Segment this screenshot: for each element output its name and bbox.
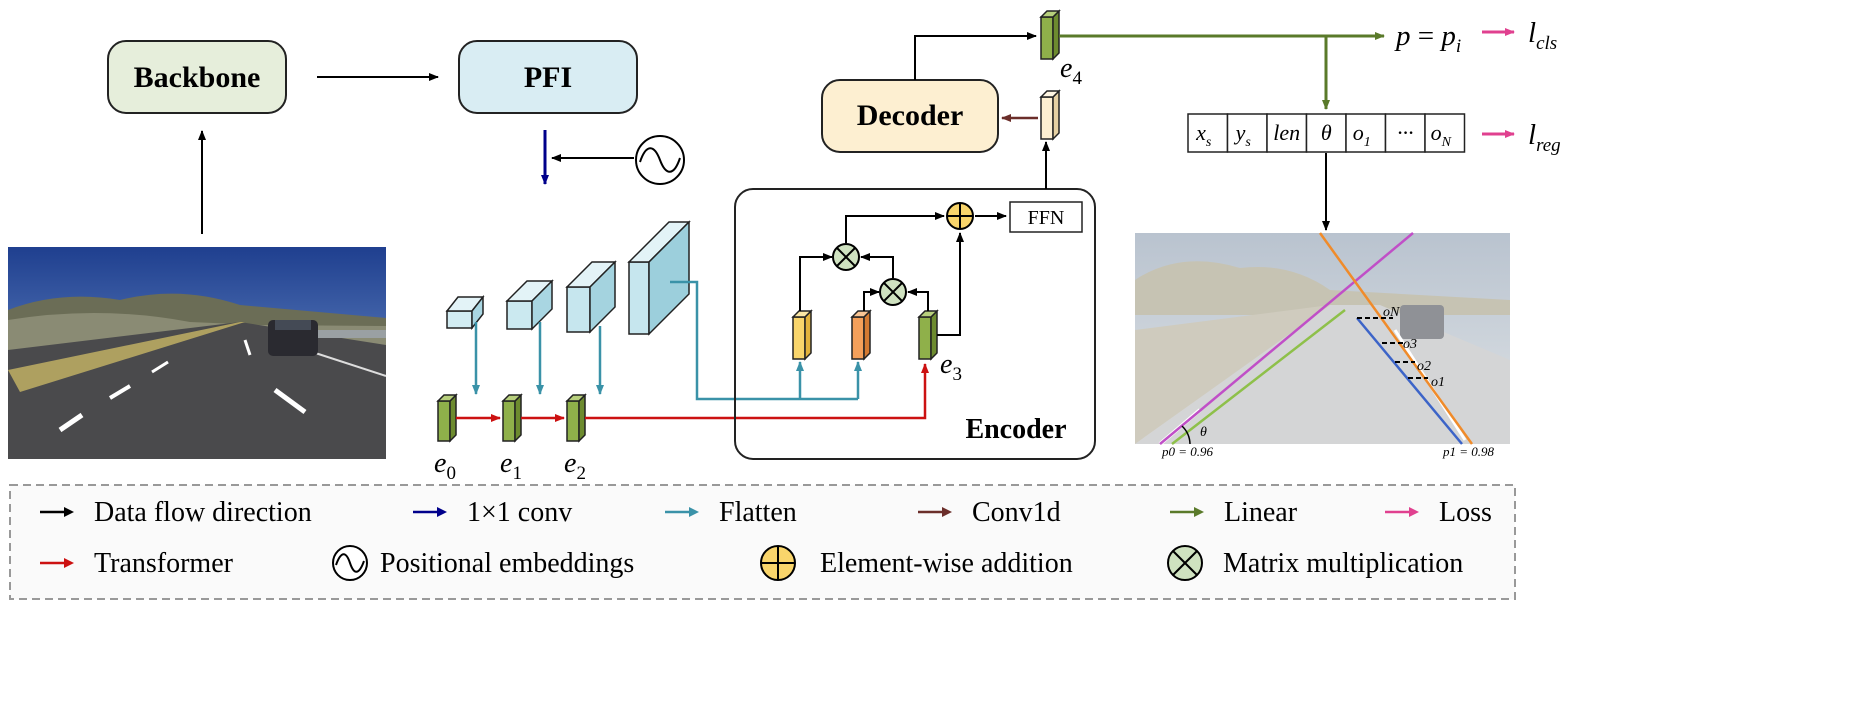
feature-orange xyxy=(850,309,872,361)
yellow-to-mul1 xyxy=(799,253,833,311)
legend-label: Matrix multiplication xyxy=(1223,548,1463,579)
svg-text:xs: xs xyxy=(1195,120,1212,150)
offset-markers xyxy=(1357,317,1428,379)
legend-item: 1×1 conv xyxy=(413,497,572,528)
reg-vector-cell: o1 xyxy=(1345,113,1387,153)
legend-label: Loss xyxy=(1439,497,1492,528)
label-e2: e2 xyxy=(564,448,586,484)
svg-text:θ: θ xyxy=(1321,120,1332,145)
decoder-to-e4 xyxy=(914,32,1037,80)
mul2-to-mul1 xyxy=(860,253,894,278)
input-road-image xyxy=(8,247,387,459)
transformer-arrow-3 xyxy=(585,363,929,420)
encoder-block xyxy=(734,188,1096,460)
pfi-label: PFI xyxy=(524,61,572,94)
e3-to-mul2 xyxy=(907,288,929,311)
decoder-input-feature xyxy=(1039,89,1061,141)
result-road-image xyxy=(1135,233,1510,446)
reg-vector-cell: θ xyxy=(1305,113,1347,153)
predicted-lane-blue xyxy=(1356,317,1463,445)
decoder-label: Decoder xyxy=(857,99,964,132)
matmul-icon-1 xyxy=(832,243,860,271)
svg-text:len: len xyxy=(1273,120,1300,145)
reg-vector-cell: len xyxy=(1266,113,1308,153)
legend-item: Matrix multiplication xyxy=(1167,545,1463,581)
result-label-o3: o3 xyxy=(1403,337,1417,352)
feature-e3 xyxy=(917,309,939,361)
label-e1: e1 xyxy=(500,448,522,484)
legend: Data flow direction 1×1 conv Flatten Conv1d… xyxy=(40,497,1492,581)
result-label-o2: o2 xyxy=(1417,359,1431,374)
cls-equation: p = pi xyxy=(1394,20,1461,57)
backbone-label: Backbone xyxy=(134,61,261,94)
legend-item: Conv1d xyxy=(918,497,1061,528)
legend-label: 1×1 conv xyxy=(467,497,572,528)
backbone-block xyxy=(107,40,287,114)
legend-label: Element-wise addition xyxy=(820,548,1073,579)
matmul-icon-2 xyxy=(879,278,907,306)
result-label-o1: o1 xyxy=(1431,375,1445,390)
orange-to-mul2 xyxy=(863,288,880,311)
positional-embedding-icon xyxy=(635,135,685,185)
legend-item: Positional embeddings xyxy=(332,545,634,581)
ffn-label: FFN xyxy=(1028,207,1065,229)
reg-vector-cell: oN xyxy=(1424,113,1466,153)
legend-label: Positional embeddings xyxy=(380,548,634,579)
legend-label: Flatten xyxy=(719,497,797,528)
result-label-theta: θ xyxy=(1200,425,1207,440)
pfi-block xyxy=(458,40,638,114)
flatten-arrow-4 xyxy=(670,280,858,401)
reg-vector-cell: ys xyxy=(1226,113,1268,153)
svg-text:oN: oN xyxy=(1431,120,1452,150)
svg-text:ys: ys xyxy=(1234,120,1252,150)
feature-e0 xyxy=(436,393,458,443)
encoder-label: Encoder xyxy=(965,414,1066,445)
predicted-lane-orange xyxy=(1318,232,1474,445)
feature-cube-1 xyxy=(445,294,485,331)
feature-e4 xyxy=(1039,9,1061,61)
legend-item: Loss xyxy=(1385,497,1492,528)
feature-cube-4 xyxy=(627,220,691,336)
reg-vector-cell: xs xyxy=(1187,113,1229,153)
legend-item: Linear xyxy=(1170,497,1298,528)
legend-label: Linear xyxy=(1224,497,1298,528)
label-e0: e0 xyxy=(434,448,456,484)
predicted-lane-magenta xyxy=(1159,232,1414,445)
feature-e1 xyxy=(501,393,523,443)
svg-text:o1: o1 xyxy=(1353,120,1371,150)
legend-box xyxy=(9,484,1516,600)
legend-label: Conv1d xyxy=(972,497,1061,528)
feature-e2 xyxy=(565,393,587,443)
legend-label: Transformer xyxy=(94,548,234,579)
cls-loss-label: lcls xyxy=(1528,17,1557,54)
result-label-oN: oN xyxy=(1383,305,1400,320)
result-label-p0: p0 = 0.96 xyxy=(1161,444,1214,459)
feature-cube-2 xyxy=(505,279,554,331)
sine-icon xyxy=(332,545,368,581)
predicted-lane-green xyxy=(1171,309,1346,445)
legend-item: Flatten xyxy=(665,497,797,528)
add-icon xyxy=(760,545,796,581)
multiply-icon xyxy=(1167,545,1203,581)
feature-yellow xyxy=(791,309,813,361)
legend-item: Data flow direction xyxy=(40,497,312,528)
add-icon xyxy=(946,202,974,230)
label-e3: e3 xyxy=(940,349,962,385)
label-e4: e4 xyxy=(1060,53,1082,89)
decoder-block xyxy=(821,79,999,153)
legend-item: Transformer xyxy=(40,548,234,579)
mul1-to-add xyxy=(845,212,945,243)
reg-loss-label: lreg xyxy=(1528,119,1561,156)
legend-label: Data flow direction xyxy=(94,497,312,528)
result-label-p1: p1 = 0.98 xyxy=(1442,444,1495,459)
ffn-block xyxy=(1009,201,1083,233)
e3-to-add xyxy=(937,232,964,336)
legend-item: Element-wise addition xyxy=(760,545,1073,581)
reg-vector-cell: ··· xyxy=(1384,113,1426,153)
feature-cube-3 xyxy=(565,260,617,334)
theta-arc xyxy=(1181,425,1191,445)
svg-text:···: ··· xyxy=(1397,120,1414,145)
